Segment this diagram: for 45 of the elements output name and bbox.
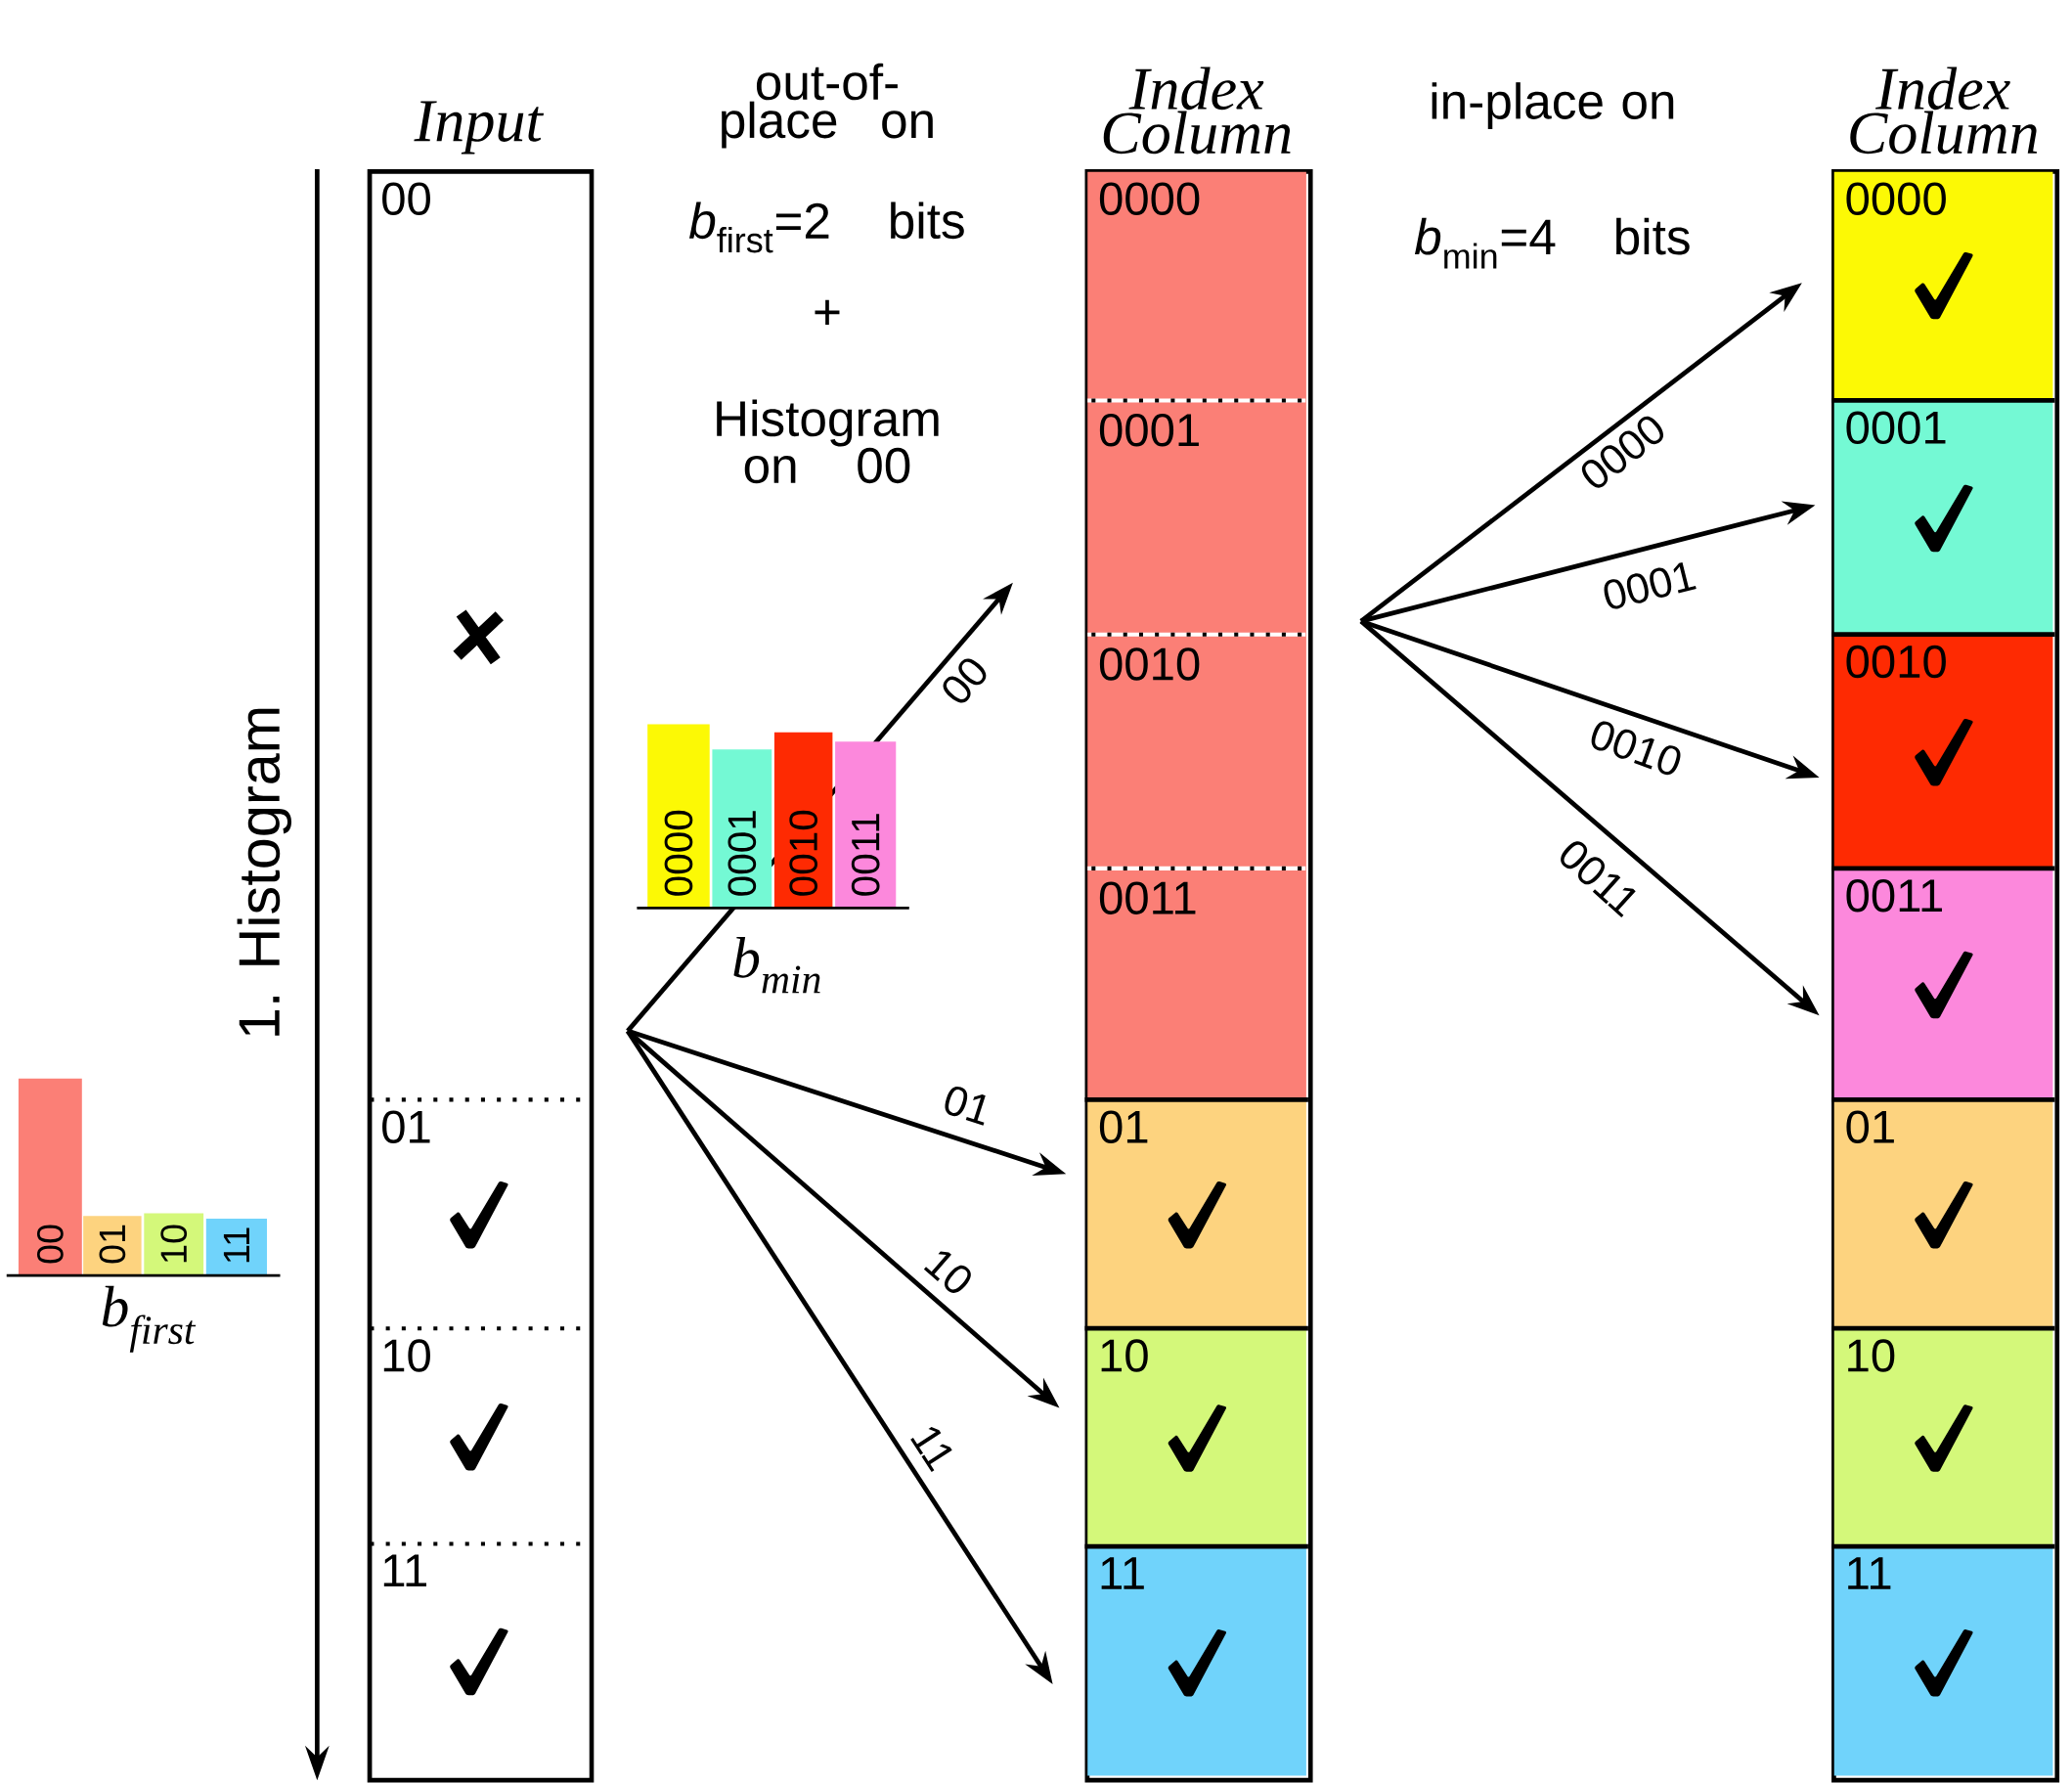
segment-cell: 01 xyxy=(1087,1099,1306,1329)
edge-label: 00 xyxy=(936,650,993,711)
segment-cell: 0010 xyxy=(1833,634,2053,869)
segment-cell: 10 xyxy=(383,1339,430,1372)
histogram-bar: 01 xyxy=(83,1216,142,1276)
histogram-bar: 0000 xyxy=(647,724,710,909)
annotation-text: b$_{min}$=4 bits xyxy=(1414,217,1690,269)
segment-cell: 0011 xyxy=(1833,869,2053,1100)
histogram-bar: 00 xyxy=(18,1078,82,1276)
segment-cell: 10 xyxy=(1087,1328,1306,1547)
histogram-bar: 10 xyxy=(144,1213,204,1276)
axis-label: b$_{min}$ xyxy=(733,936,820,994)
column-heading: Index Column xyxy=(1850,67,2038,155)
segment-cell: 01 xyxy=(1833,1099,2053,1329)
annotation-text: + xyxy=(815,299,840,325)
histogram-bar: 0010 xyxy=(773,732,833,909)
annotation-text: b$_{first}$=2 bits xyxy=(689,201,964,253)
segment-cell: 11 xyxy=(1087,1546,1306,1776)
histogram-bar: 11 xyxy=(205,1219,267,1276)
segment-cell: 0000 xyxy=(1099,182,1200,215)
edge-label: 11 xyxy=(906,1419,959,1476)
histogram-bar: 0001 xyxy=(712,749,772,909)
axis-label: b$_{first}$ xyxy=(102,1285,197,1353)
segment-cell: 11 xyxy=(383,1554,426,1587)
segment-cell: 0001 xyxy=(1099,414,1199,447)
segment-cell: 0001 xyxy=(1833,400,2053,635)
column-heading: Input xyxy=(414,101,545,155)
segment-cell: 10 xyxy=(1833,1328,2053,1547)
step-label: 1. Histogram xyxy=(237,708,291,1036)
segment-cell: 00 xyxy=(382,182,430,215)
edge-label: 0010 xyxy=(1584,716,1688,780)
edge-label: 10 xyxy=(919,1242,979,1301)
column-heading: Index Column xyxy=(1103,67,1291,155)
annotation-text: in-place on xyxy=(1432,82,1674,130)
edge-label: 0001 xyxy=(1598,557,1700,613)
segment-cell: 0010 xyxy=(1099,647,1200,681)
segment-cell: 0000 xyxy=(1833,171,2053,401)
block-box xyxy=(1087,171,1306,1100)
segment-cell: 0011 xyxy=(1099,881,1196,914)
annotation-text: out-of-place on xyxy=(722,63,933,149)
histogram-bar: 0011 xyxy=(835,741,897,909)
segment-cell: 11 xyxy=(1833,1546,2053,1776)
edge-label: 01 xyxy=(938,1082,996,1129)
segment-cell: 01 xyxy=(382,1110,430,1143)
annotation-text: Histogram on 00 xyxy=(717,399,939,484)
